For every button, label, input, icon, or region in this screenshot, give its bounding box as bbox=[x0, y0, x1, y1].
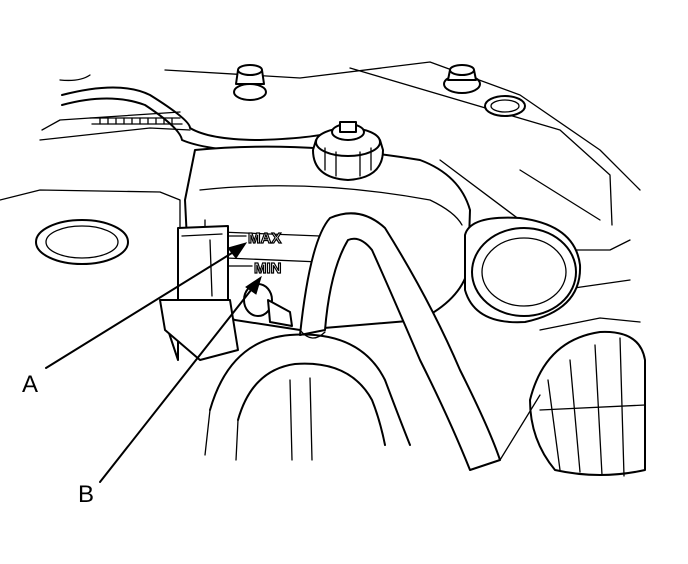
callout-leaders bbox=[45, 242, 262, 483]
lower-pipe bbox=[204, 333, 411, 461]
leader-line-a bbox=[45, 247, 241, 369]
level-markings: MAX MIN bbox=[227, 229, 282, 278]
callout-label-b: B bbox=[78, 481, 94, 508]
callout-label-a: A bbox=[22, 371, 38, 398]
wiring-harness bbox=[59, 74, 346, 153]
min-marking: MIN bbox=[254, 260, 282, 277]
arrowhead-b-icon bbox=[245, 275, 262, 295]
max-marking: MAX bbox=[248, 230, 281, 247]
coolant-hose bbox=[299, 212, 501, 471]
left-cap-ring bbox=[35, 219, 129, 265]
reservoir-cap bbox=[312, 121, 384, 181]
right-ribbed-cap bbox=[499, 330, 646, 477]
mounting-posts bbox=[233, 64, 526, 117]
reservoir-bracket bbox=[159, 225, 239, 361]
right-reservoir-cap bbox=[464, 216, 582, 324]
arrowhead-a-icon bbox=[227, 242, 248, 259]
leader-line-b bbox=[99, 284, 256, 483]
